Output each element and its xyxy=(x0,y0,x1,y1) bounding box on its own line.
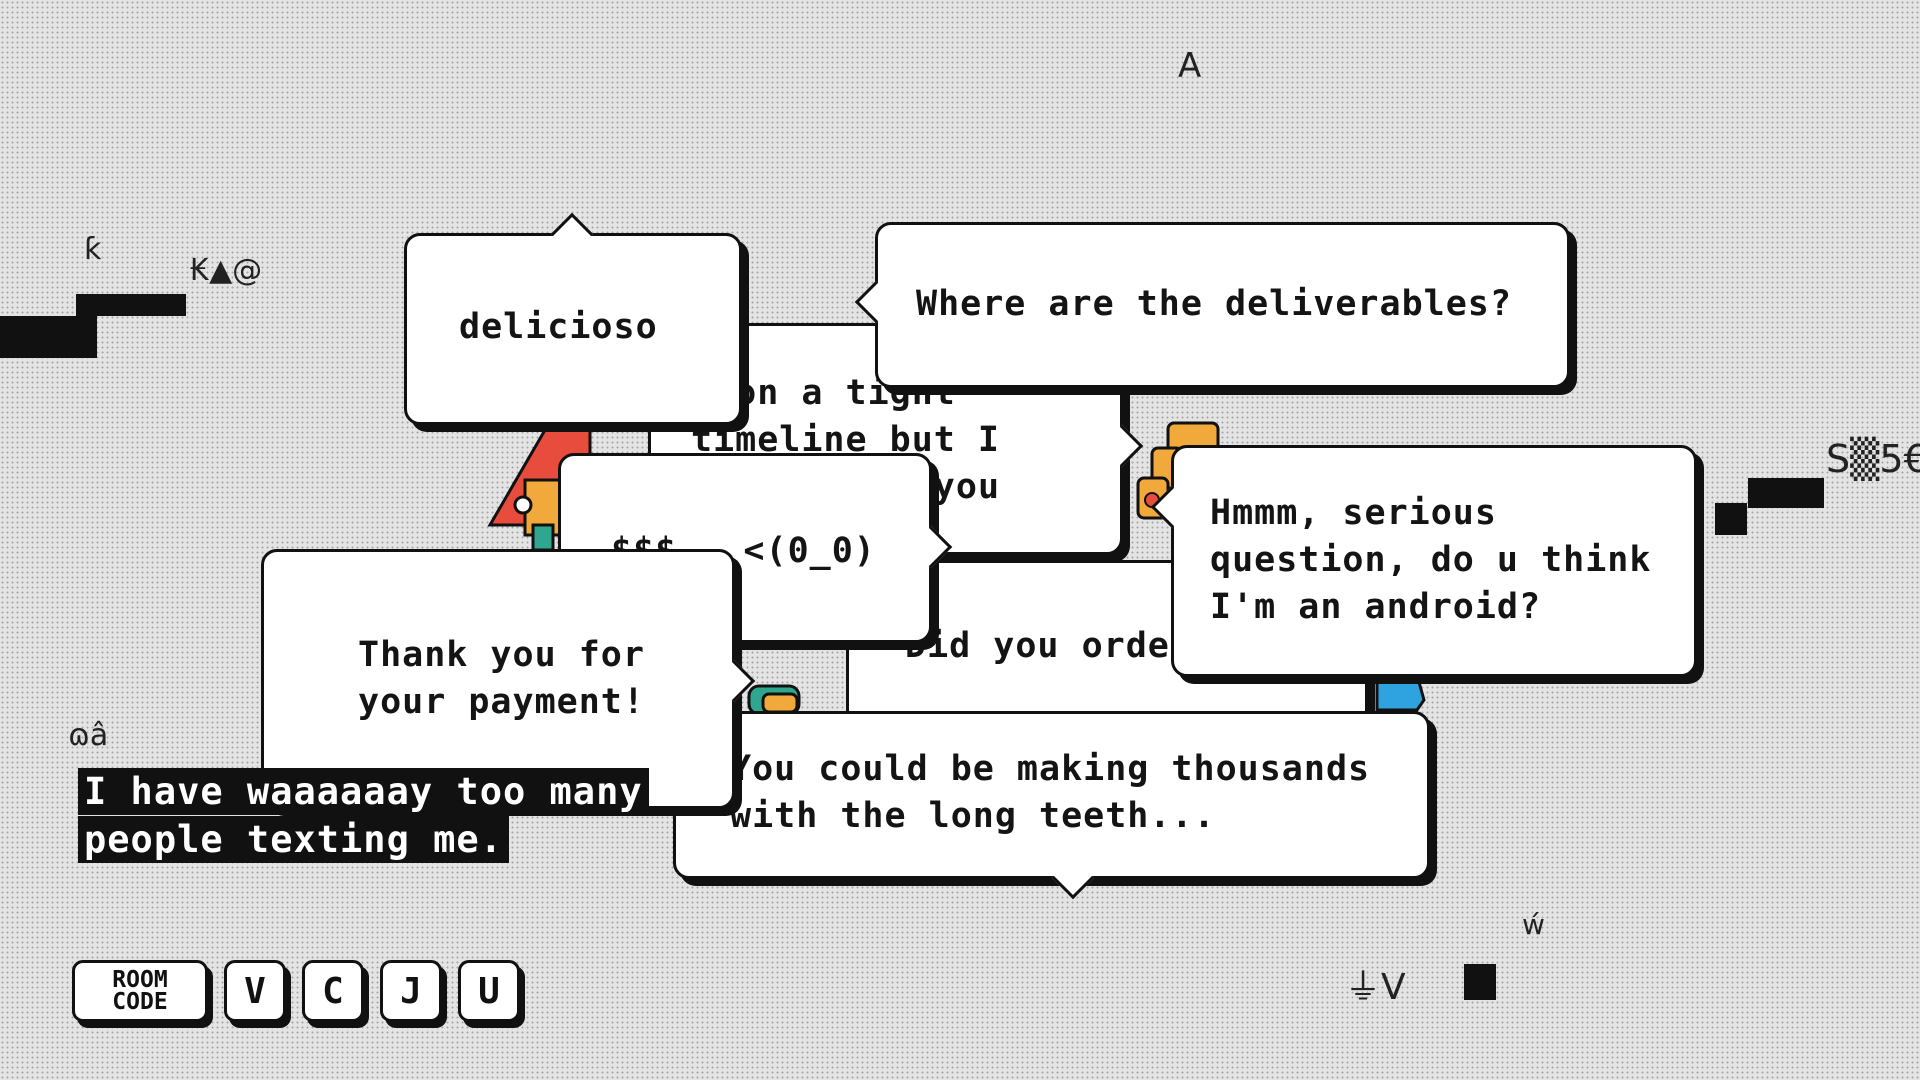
glitch-glyph-left-k: ƙ xyxy=(84,232,102,267)
room-code-letter: V xyxy=(224,960,286,1022)
glitch-block-left-1 xyxy=(0,316,97,358)
bubble-tail xyxy=(1051,856,1095,900)
room-code-letter: C xyxy=(302,960,364,1022)
bubble-tail xyxy=(550,212,594,256)
message-bubble-thousands: You could be making thousands with the l… xyxy=(673,711,1430,900)
message-text: Hmmm, serious question, do u think I'm a… xyxy=(1210,493,1652,627)
glitch-glyph-top: A xyxy=(1178,46,1202,86)
glitch-block-left-2 xyxy=(76,294,186,316)
room-code-letter-text: U xyxy=(478,970,500,1012)
character-teal-icon xyxy=(747,684,801,716)
glitch-block-right-1 xyxy=(1748,478,1824,508)
bubble-tail xyxy=(854,280,898,324)
glitch-glyph-bottom-gv: ⏚V xyxy=(1345,967,1406,1008)
room-code-label: ROOM CODE xyxy=(72,960,208,1022)
message-text: delicioso xyxy=(459,307,658,347)
glitch-glyph-bottom-w: ẃ xyxy=(1522,908,1545,941)
message-text: Did you orde xyxy=(905,626,1170,666)
room-code-letter-text: J xyxy=(400,970,422,1012)
glitch-block-bottom xyxy=(1464,964,1496,1000)
message-bubble-android: Hmmm, serious question, do u think I'm a… xyxy=(1150,445,1697,677)
glitch-glyph-left-omega: ɷâ xyxy=(68,718,109,753)
message-text: Thank you for your payment! xyxy=(358,635,645,722)
glitch-glyph-left-ka: ₭▲@ xyxy=(190,253,263,288)
room-code-letter-text: C xyxy=(322,970,344,1012)
glitch-glyph-right-s: S▒5€ xyxy=(1826,437,1920,481)
room-code-letter: J xyxy=(380,960,442,1022)
message-bubble-payment: Thank you for your payment! xyxy=(261,549,756,809)
message-text: You could be making thousands with the l… xyxy=(730,749,1371,836)
glitch-block-right-2 xyxy=(1715,503,1747,535)
room-code-letter-text: V xyxy=(244,970,266,1012)
room-code-label-text: ROOM CODE xyxy=(112,967,168,1015)
message-text: Where are the deliverables? xyxy=(916,284,1512,324)
subtitle-caption: I have waaaaaay too many people texting … xyxy=(78,768,678,864)
room-code-letter: U xyxy=(458,960,520,1022)
message-bubble-deliverables: Where are the deliverables? xyxy=(854,222,1570,388)
subtitle-text: I have waaaaaay too many people texting … xyxy=(78,768,649,863)
message-bubble-delicioso: delicioso xyxy=(404,212,742,425)
